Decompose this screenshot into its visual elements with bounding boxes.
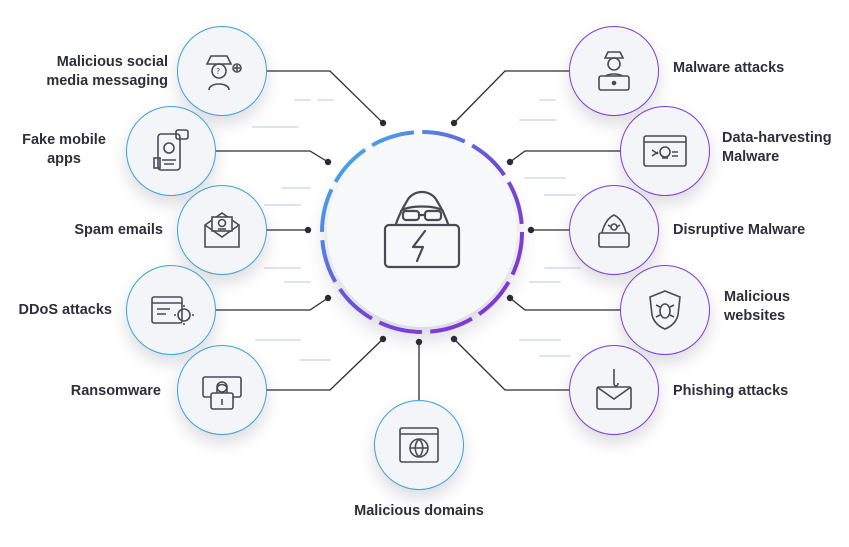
ransomware-icon: [202, 376, 242, 410]
label-fake-mobile-apps: Fake mobile apps: [22, 132, 106, 167]
node-social-media: ?: [177, 26, 267, 116]
connector-fake-apps: [200, 150, 329, 163]
label-malicious-websites: Malicious websites: [724, 289, 791, 324]
hacker-laptop-icon: [383, 190, 461, 269]
node-malware-attacks: [569, 26, 659, 116]
connector-phishing: [453, 338, 584, 391]
data-harvesting-icon: [643, 135, 687, 167]
node-fake-mobile-apps: [126, 106, 216, 196]
spam-email-icon: [204, 212, 240, 248]
node-malicious-websites: [620, 265, 710, 355]
malicious-domain-icon: [399, 427, 439, 463]
connector-websites: [509, 297, 636, 311]
label-phishing-attacks: Phishing attacks: [673, 383, 789, 399]
social-media-hacker-icon: ?: [205, 55, 242, 91]
label-spam-emails: Spam emails: [74, 222, 163, 238]
node-phishing-attacks: [569, 345, 659, 435]
label-malware-attacks: Malware attacks: [673, 60, 785, 76]
label-ddos-attacks: DDoS attacks: [18, 302, 112, 318]
connector-ddos: [200, 297, 329, 311]
node-malicious-domains: [374, 400, 464, 490]
hub-ring: [320, 130, 524, 334]
label-data-harvesting: Data-harvesting Malware: [722, 130, 832, 165]
node-ddos-attacks: [126, 265, 216, 355]
phishing-email-icon: [596, 369, 632, 410]
connector-data-harvesting: [509, 150, 636, 163]
malicious-website-shield-icon: [649, 290, 681, 330]
svg-text:?: ?: [216, 67, 220, 76]
connector-ransomware: [255, 338, 384, 391]
label-social-media: Malicious social media messaging: [46, 54, 168, 89]
hacker-computer-icon: [598, 51, 630, 91]
label-ransomware: Ransomware: [70, 383, 161, 399]
label-malicious-domains: Malicious domains: [354, 503, 484, 519]
node-spam-emails: [177, 185, 267, 275]
label-disruptive-malware: Disruptive Malware: [673, 222, 806, 238]
ddos-attack-icon: [151, 296, 194, 325]
connector-malware: [453, 70, 584, 124]
fake-mobile-app-icon: [153, 129, 189, 171]
node-disruptive-malware: [569, 185, 659, 275]
disruptive-malware-icon: [598, 214, 630, 248]
decorative-dashes: [252, 99, 581, 361]
node-data-harvesting: [620, 106, 710, 196]
connector-social: [255, 70, 384, 124]
node-ransomware: [177, 345, 267, 435]
